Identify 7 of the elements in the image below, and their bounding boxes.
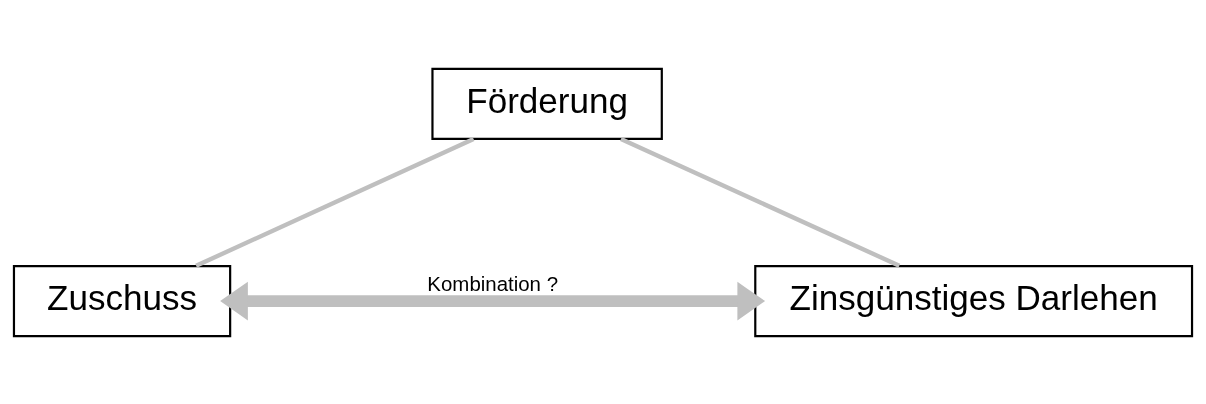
edge-label: Kombination ? — [427, 271, 559, 295]
connector — [195, 136, 475, 268]
node-box: Förderung — [431, 67, 663, 140]
node-box: Zuschuss — [12, 264, 232, 337]
node-box: Zinsgünstiges Darlehen — [754, 264, 1194, 337]
connector — [620, 136, 901, 268]
arrow — [220, 281, 766, 320]
